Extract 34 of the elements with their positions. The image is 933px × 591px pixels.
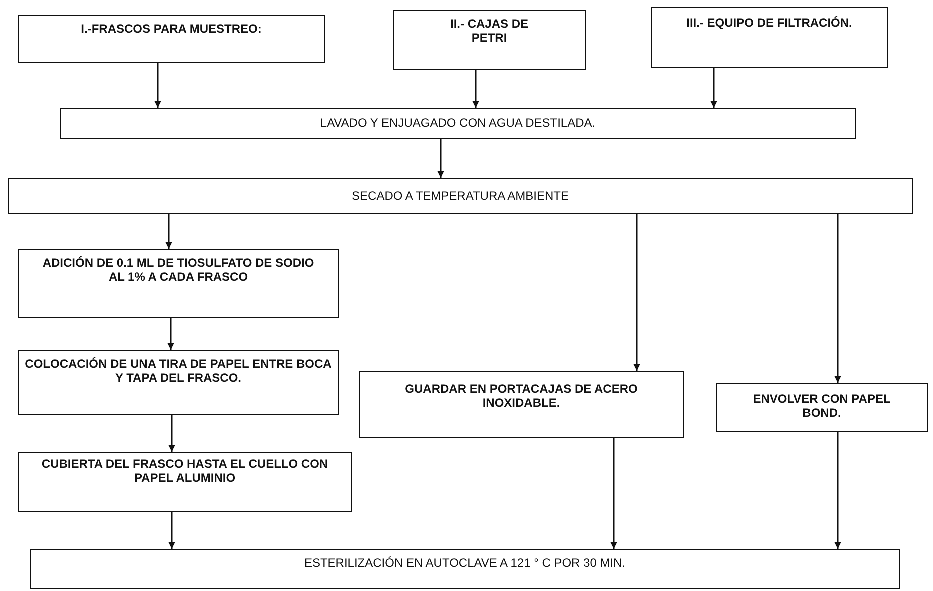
process-box [8,178,913,214]
arrow [610,438,618,549]
step-text: CUBIERTA DEL FRASCO HASTA EL CUELLO CON PAPEL ALUMINIO [41,457,329,486]
step-text: LAVADO Y ENJUAGADO CON AGUA DESTILADA. [320,116,596,131]
arrow [438,139,444,178]
step-text: III.- EQUIPO DE FILTRACIÓN. [686,16,852,30]
step-text: ENVOLVER CON PAPEL BOND. [752,392,892,421]
step-text: GUARDAR EN PORTACAJAS DE ACERO INOXIDABLE. [404,382,639,411]
process-box [716,383,928,432]
arrow [168,512,176,549]
arrow [710,68,718,108]
step-text: I.-FRASCOS PARA MUESTREO: [81,22,262,36]
arrow [834,214,842,383]
process-box [18,452,352,512]
process-box [60,108,856,139]
arrow [834,432,842,549]
step-text: ESTERILIZACIÓN EN AUTOCLAVE A 121 ° C POR 30 MIN. [304,556,626,570]
process-box [18,249,339,318]
process-box [359,371,684,438]
step-text: SECADO A TEMPERATURA AMBIENTE [352,188,569,204]
arrow [154,63,162,108]
process-box [18,15,325,63]
process-box [393,10,586,70]
process-box [18,350,339,415]
arrow [168,415,176,452]
arrow [472,70,480,108]
step-text: COLOCACIÓN DE UNA TIRA DE PAPEL ENTRE BOCA Y TAPA DEL FRASCO. [25,357,332,386]
arrow [168,318,174,350]
step-text: II.- CAJAS DE PETRI [449,17,530,46]
arrow [166,214,172,249]
arrow [634,214,640,371]
process-box [651,7,888,68]
process-box [30,549,900,589]
step-text: ADICIÓN DE 0.1 ML DE TIOSULFATO DE SODIO AL 1% A CADA FRASCO [42,256,316,285]
